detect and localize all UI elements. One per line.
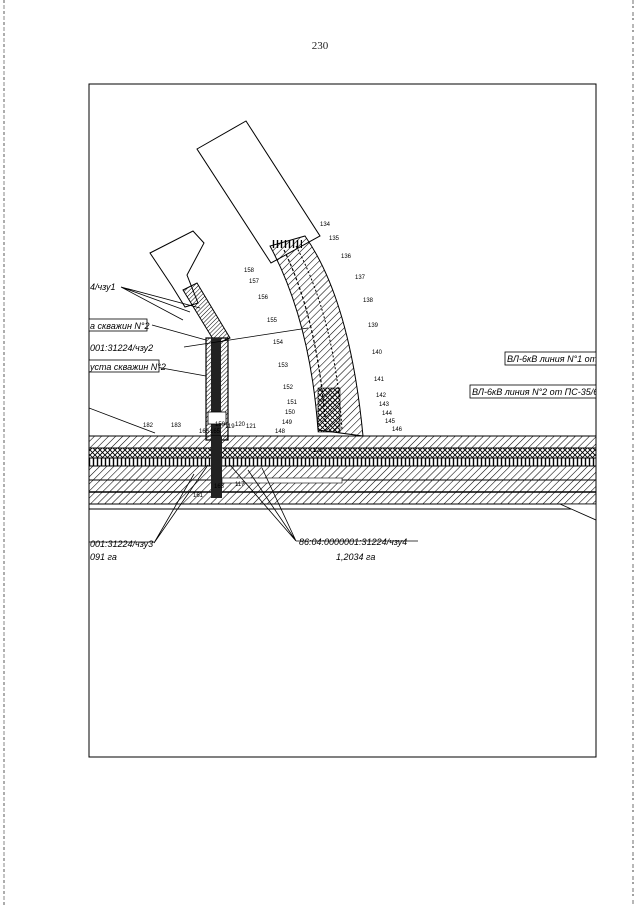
point-119: 119: [225, 424, 235, 430]
label-well2-pad: уста скважин N°2: [89, 362, 166, 372]
point-136: 136: [341, 254, 352, 260]
label-line1: ВЛ-6кВ линия N°1 от П: [507, 354, 607, 364]
point-122: 122: [313, 448, 324, 454]
leader-lot4: [229, 464, 297, 542]
corridor-slant: [182, 282, 231, 345]
leader-left: [89, 407, 156, 434]
point-158: 158: [244, 268, 255, 274]
road-start-ticks: [272, 240, 302, 248]
point-152: 152: [283, 385, 294, 391]
point-182: 182: [143, 423, 154, 429]
point-148: 148: [275, 429, 286, 435]
scan-edge-right: [632, 0, 634, 905]
point-161: 161: [193, 493, 204, 499]
corridor-crossing: [211, 436, 222, 498]
point-137: 137: [355, 275, 366, 281]
corridor-core: [211, 338, 221, 440]
point-121: 121: [246, 424, 257, 430]
point-156: 156: [258, 295, 269, 301]
road-band-middle: [89, 465, 596, 481]
road-band-cross: [89, 447, 596, 459]
point-150: 150: [285, 410, 296, 416]
leader-lot3: [153, 464, 209, 544]
point-183: 183: [171, 423, 182, 429]
point-151: 151: [287, 400, 298, 406]
point-154: 154: [273, 340, 284, 346]
well-box: [207, 411, 227, 425]
leader-lot1: [120, 286, 201, 321]
road-wedge: [559, 503, 596, 521]
label-lot2: 001:31224/чзу2: [90, 343, 153, 353]
leader-well2: [151, 324, 207, 341]
label-lot4-area: 1,2034 га: [336, 552, 375, 562]
point-145: 145: [385, 419, 396, 425]
point-166: 166: [199, 429, 210, 435]
point-163: 163: [214, 484, 225, 490]
point-135: 135: [329, 236, 340, 242]
road-junction-hatch: [317, 387, 341, 433]
point-141: 141: [374, 377, 385, 383]
point-144: 144: [382, 411, 393, 417]
label-lot3: 001:31224/чзу3: [90, 539, 153, 549]
page-number: 230: [311, 40, 329, 52]
point-117: 117: [235, 482, 245, 488]
road-band-upper: [89, 435, 596, 449]
point-143: 143: [379, 402, 390, 408]
point-153: 153: [278, 363, 289, 369]
leader-lot2: [183, 327, 309, 348]
point-142: 142: [376, 393, 387, 399]
point-155: 155: [267, 318, 278, 324]
point-139: 139: [368, 323, 379, 329]
label-lot3-area: 091 га: [90, 552, 117, 562]
point-149: 149: [282, 420, 293, 426]
point-165: 165: [210, 429, 221, 435]
point-134: 134: [320, 222, 331, 228]
map-frame: [88, 83, 597, 758]
crossing-strip: [221, 477, 343, 484]
point-140: 140: [372, 350, 383, 356]
point-157: 157: [249, 279, 260, 285]
label-lot1: 4/чзу1: [90, 282, 116, 292]
point-138: 138: [363, 298, 374, 304]
label-line2: ВЛ-6кВ линия N°2 от ПС-35/6кВ: [472, 387, 608, 397]
road-band-ticks: [89, 457, 596, 467]
point-159: 159: [215, 422, 226, 428]
label-well2-top: а скважин N°2: [90, 321, 150, 331]
label-lot4: 86:04:0000001:31224/чзу4: [299, 537, 407, 547]
leader-well2-pad: [155, 366, 207, 377]
scan-edge-left: [3, 0, 5, 905]
well-pad-rectangle: [196, 120, 321, 264]
access-road-curve: [269, 235, 364, 437]
survey-points: 134 135 136 137 138 139 140 141 142 143 …: [143, 222, 403, 499]
point-120: 120: [235, 422, 246, 428]
point-146: 146: [392, 427, 403, 433]
